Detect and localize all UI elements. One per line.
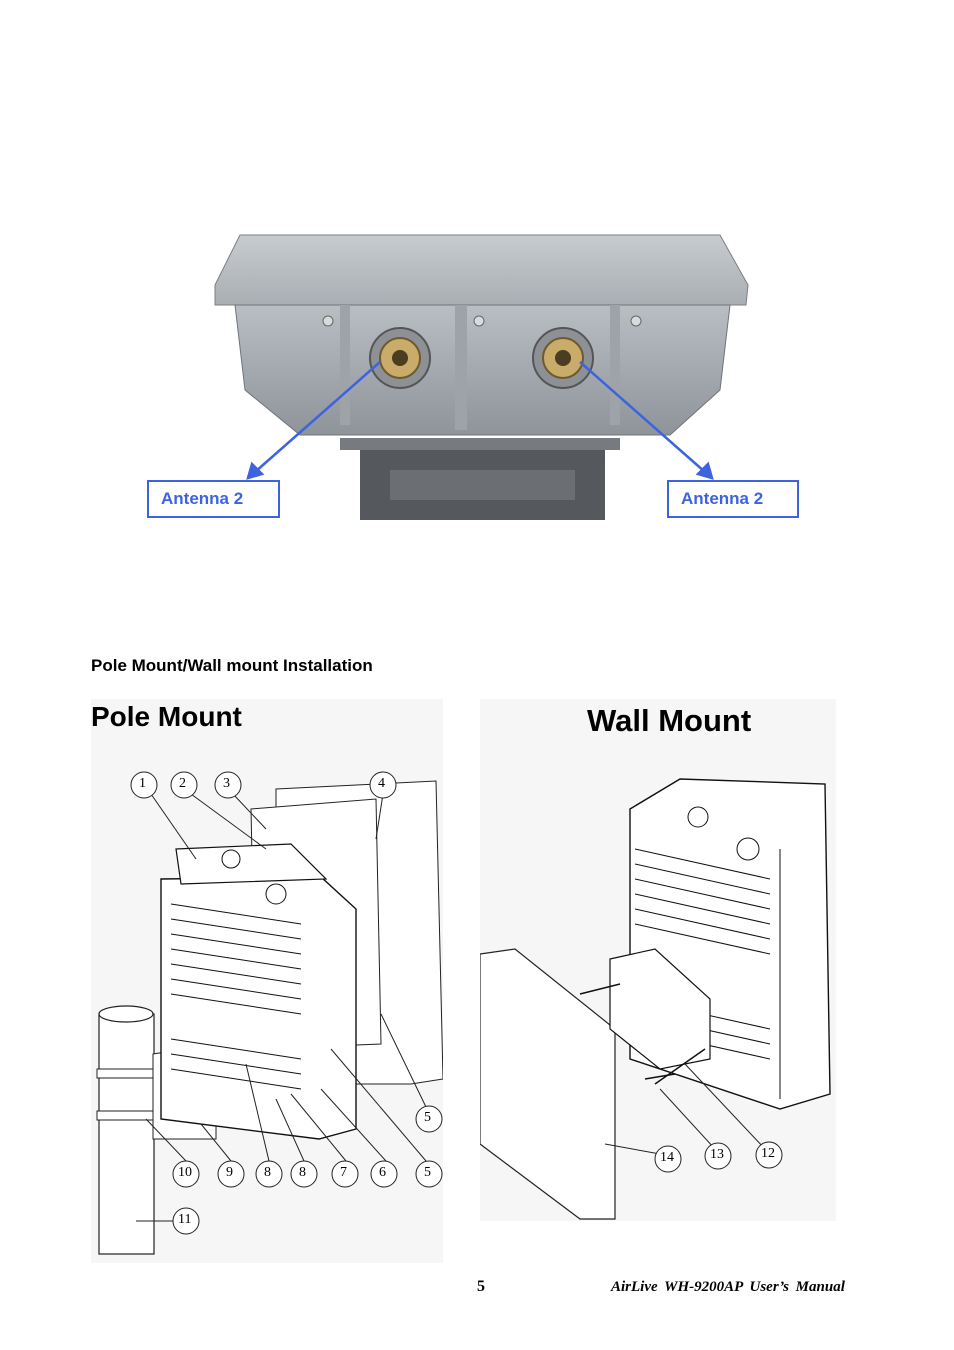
callout-4 (369, 771, 397, 799)
callout-label: 4 (378, 776, 385, 791)
callout-5a (415, 1105, 443, 1133)
manual-title: AirLive WH-9200AP User’s Manual (611, 1279, 845, 1295)
callout-5b (415, 1160, 443, 1188)
callout-13 (704, 1142, 732, 1170)
antenna-connector-left (369, 327, 431, 389)
callout-10 (172, 1160, 200, 1188)
callout-8b (255, 1160, 283, 1188)
antenna-connector-right (532, 327, 594, 389)
callout-7 (331, 1160, 359, 1188)
wall-mount-title: Wall Mount (587, 703, 752, 738)
callout-14 (654, 1145, 682, 1173)
antenna-callout-right: Antenna 2 (667, 480, 799, 518)
callout-9 (217, 1160, 245, 1188)
callout-label: 14 (660, 1150, 674, 1165)
device-photo (140, 210, 820, 530)
callout-3 (214, 771, 242, 799)
section-heading: Pole Mount/Wall mount Installation (91, 656, 373, 675)
callout-6 (370, 1160, 398, 1188)
callout-label: 7 (340, 1165, 347, 1180)
callout-label: 5 (424, 1110, 431, 1125)
callout-8a (290, 1160, 318, 1188)
callout-label: 2 (179, 776, 186, 791)
page-number: 5 (477, 1278, 485, 1295)
pole-mount-panel: Pole Mount (91, 699, 443, 1263)
pole-mount-diagram (96, 780, 443, 1255)
callout-label: 8 (264, 1165, 271, 1180)
antenna-callout-left: Antenna 2 (147, 480, 280, 518)
callout-label: 5 (424, 1165, 431, 1180)
callout-label: 12 (761, 1146, 775, 1161)
callout-label: 10 (178, 1165, 192, 1180)
pole-mount-title: Pole Mount (91, 701, 242, 732)
callout-11 (172, 1207, 200, 1235)
pole-mount-callouts (91, 699, 443, 1263)
callout-label: 6 (379, 1165, 386, 1180)
callout-12 (755, 1141, 783, 1169)
access-point-bottom-image (214, 234, 749, 520)
callout-label: 1 (139, 776, 146, 791)
callout-label: 9 (226, 1165, 233, 1180)
callout-label: 3 (223, 776, 230, 791)
callout-2 (170, 771, 198, 799)
wall-mount-panel: Wall Mount (480, 699, 836, 1221)
wall-mount-diagram (480, 778, 831, 1220)
callout-1 (130, 771, 158, 799)
callout-label: 13 (710, 1147, 724, 1162)
callout-label: 11 (178, 1212, 192, 1227)
callout-label: 8 (299, 1165, 306, 1180)
